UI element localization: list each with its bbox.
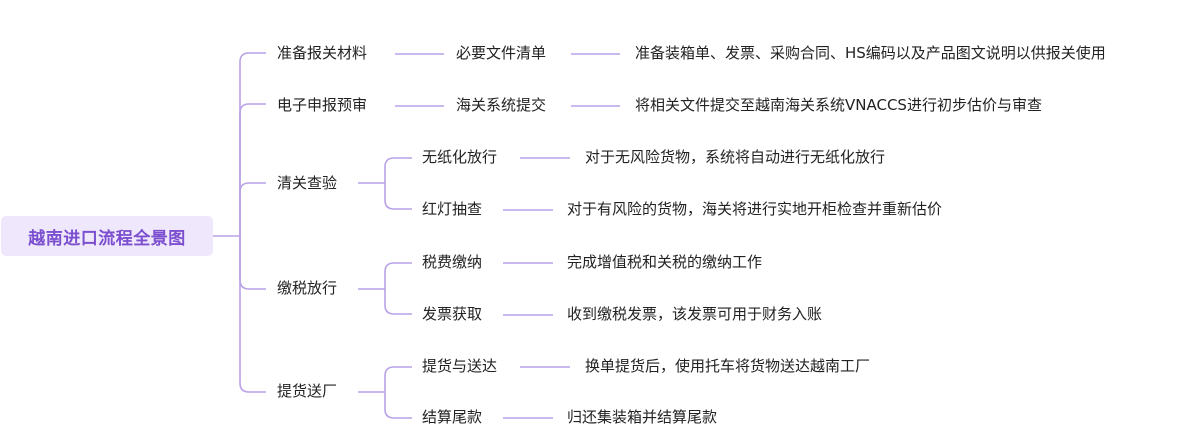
child-node-customs-submit[interactable]: 海关系统提交 [456, 96, 547, 114]
child-node-paperless[interactable]: 无纸化放行 [422, 148, 498, 166]
detail-paperless: 对于无风险货物，系统将自动进行无纸化放行 [585, 148, 886, 166]
child-node-invoice[interactable]: 发票获取 [422, 305, 483, 323]
child-node-pickup-delivery[interactable]: 提货与送达 [422, 357, 498, 375]
detail-invoice: 收到缴税发票，该发票可用于财务入账 [567, 305, 823, 323]
root-node[interactable]: 越南进口流程全景图 [1, 216, 213, 256]
detail-customs-submit: 将相关文件提交至越南海关系统VNACCS进行初步估价与审查 [635, 96, 1042, 114]
detail-tax-payment: 完成增值税和关税的缴纳工作 [567, 253, 763, 271]
branch-node-tax-release[interactable]: 缴税放行 [277, 279, 338, 297]
child-node-settlement[interactable]: 结算尾款 [422, 408, 483, 426]
detail-red-light: 对于有风险的货物，海关将进行实地开柜检查并重新估价 [567, 200, 943, 218]
detail-pickup-delivery: 换单提货后，使用托车将货物送达越南工厂 [585, 357, 871, 375]
child-node-required-docs[interactable]: 必要文件清单 [456, 44, 547, 62]
branch-node-e-declaration[interactable]: 电子申报预审 [277, 96, 368, 114]
branch-node-clearance[interactable]: 清关查验 [277, 174, 338, 192]
detail-settlement: 归还集装箱并结算尾款 [567, 408, 718, 426]
child-node-tax-payment[interactable]: 税费缴纳 [422, 253, 483, 271]
branch-node-delivery[interactable]: 提货送厂 [277, 382, 338, 400]
detail-required-docs: 准备装箱单、发票、采购合同、HS编码以及产品图文说明以供报关使用 [635, 44, 1106, 62]
branch-node-prepare-docs[interactable]: 准备报关材料 [277, 44, 368, 62]
child-node-red-light[interactable]: 红灯抽查 [422, 200, 483, 218]
